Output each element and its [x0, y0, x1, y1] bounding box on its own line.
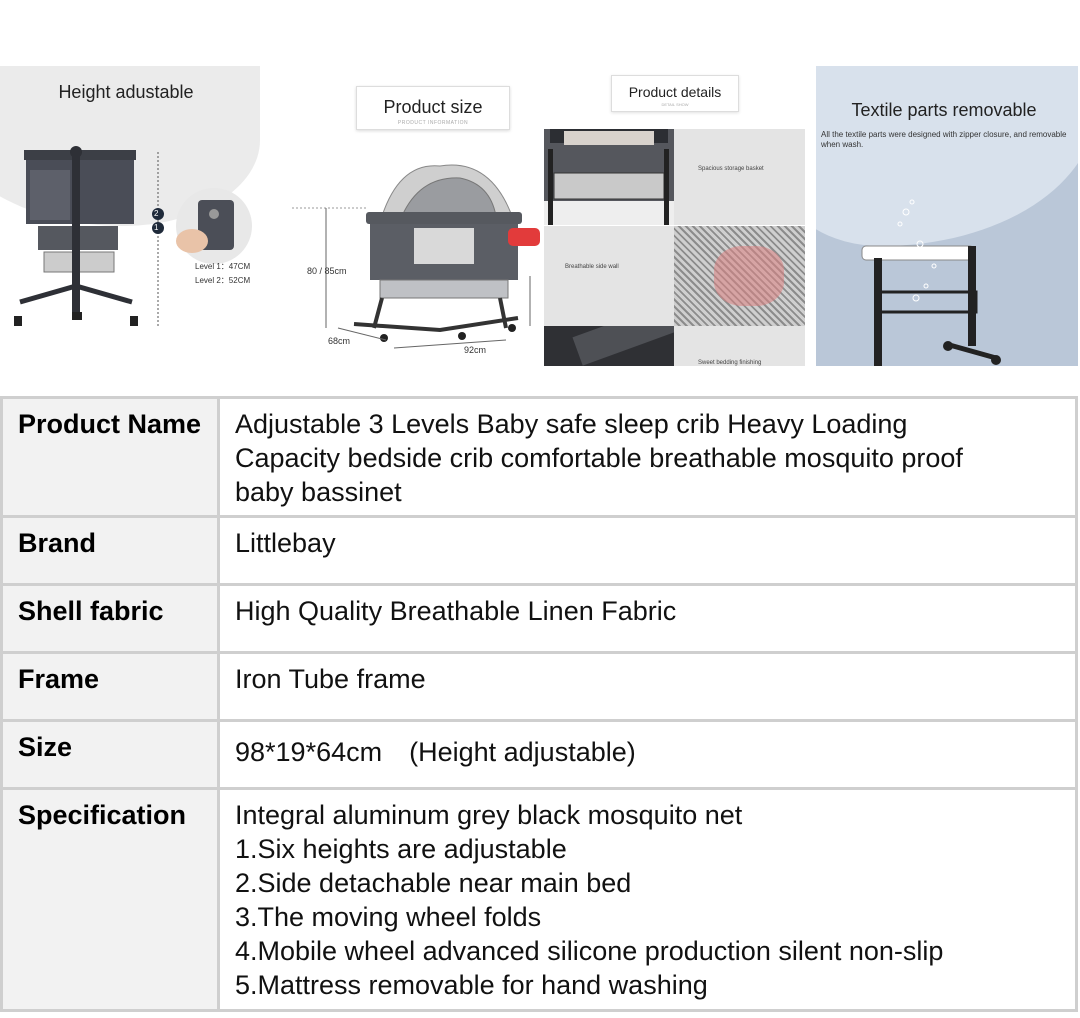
product-size-image: Product size PRODUCT INFORMATION	[290, 66, 540, 366]
spec-row: Size 98*19*64cm (Height adjustable)	[0, 719, 1078, 790]
side-wall-label: Breathable side wall	[565, 264, 619, 270]
spec-value-line: Integral aluminum grey black mosquito ne…	[235, 800, 743, 830]
spec-value: Integral aluminum grey black mosquito ne…	[217, 787, 1078, 1012]
spec-value: Adjustable 3 Levels Baby safe sleep crib…	[217, 396, 1078, 518]
width-dimension-label: 92cm	[464, 345, 487, 355]
product-details-image: Product details DETAIL SHOW Spacious sto…	[544, 66, 806, 366]
specification-table: Product Name Adjustable 3 Levels Baby saf…	[0, 396, 1078, 1012]
crib-frame-illustration	[861, 199, 1001, 366]
level-2-label: Level 2：52CM	[195, 276, 251, 285]
spec-key: Brand	[0, 515, 220, 586]
bedding-label: Sweet bedding finishing	[698, 360, 762, 366]
spec-value: High Quality Breathable Linen Fabric	[217, 583, 1078, 654]
spec-row: Specification Integral aluminum grey blac…	[0, 787, 1078, 1012]
spec-value-line: 4.Mobile wheel advanced silicone product…	[235, 936, 944, 966]
spec-value: 98*19*64cm (Height adjustable)	[217, 719, 1078, 790]
spec-value-line: Littlebay	[235, 528, 336, 558]
textile-removable-image: Textile parts removable All the textile …	[816, 66, 1078, 366]
badge-2: 2	[154, 209, 159, 218]
spec-value-line: 5.Mattress removable for hand washing	[235, 970, 708, 1000]
spec-row: Brand Littlebay	[0, 515, 1078, 586]
storage-basket-caption-cell	[674, 129, 805, 225]
panel-description: All the textile parts were designed with…	[821, 130, 1067, 149]
height-adjustable-image: Height adustable	[0, 66, 262, 366]
spec-value-line: Adjustable 3 Levels Baby safe sleep crib…	[235, 409, 908, 439]
panel-subtitle: PRODUCT INFORMATION	[397, 120, 469, 126]
spec-key: Size	[0, 719, 220, 790]
height-dimension-label: 80 / 85cm	[307, 266, 347, 276]
spec-value-line: 1.Six heights are adjustable	[235, 834, 567, 864]
storage-basket-photo	[544, 129, 674, 225]
spec-value-line: Capacity bedside crib comfortable breath…	[235, 443, 963, 473]
panel-title: Height adustable	[58, 82, 194, 102]
product-size-title-box: Product size PRODUCT INFORMATION	[356, 86, 510, 130]
spec-value: Iron Tube frame	[217, 651, 1078, 722]
spec-key: Shell fabric	[0, 583, 220, 654]
panel-title: Product details	[628, 84, 722, 100]
storage-basket-label: Spacious storage basket	[698, 166, 764, 172]
crib-size-illustration	[292, 164, 540, 349]
spec-row: Shell fabric High Quality Breathable Line…	[0, 583, 1078, 654]
spec-key: Product Name	[0, 396, 220, 518]
level-1-label: Level 1：47CM	[195, 262, 251, 271]
mesh-highlight	[714, 246, 784, 306]
spec-key: Frame	[0, 651, 220, 722]
mesh-photo	[674, 226, 805, 326]
product-details-title-box: Product details DETAIL SHOW	[611, 75, 739, 112]
product-image-strip: Height adustable	[0, 66, 1080, 368]
spec-value-line: 98*19*64cm (Height adjustable)	[235, 737, 636, 767]
spec-row: Product Name Adjustable 3 Levels Baby saf…	[0, 396, 1078, 518]
frame-photo	[544, 326, 674, 366]
spec-value-line: High Quality Breathable Linen Fabric	[235, 596, 677, 626]
panel-title: Product size	[383, 97, 483, 117]
spec-value-line: 2.Side detachable near main bed	[235, 868, 632, 898]
spec-row: Frame Iron Tube frame	[0, 651, 1078, 722]
level-badges	[152, 208, 164, 234]
spec-value-line: Iron Tube frame	[235, 664, 426, 694]
side-wall-caption-cell	[544, 226, 674, 326]
spec-value: Littlebay	[217, 515, 1078, 586]
depth-dimension-label: 68cm	[328, 336, 351, 346]
frame-bar	[572, 326, 674, 366]
badge-1: 1	[154, 223, 159, 232]
spec-value-line: 3.The moving wheel folds	[235, 902, 542, 932]
spec-value-line: baby bassinet	[235, 477, 402, 507]
panel-subtitle: DETAIL SHOW	[661, 102, 689, 107]
crib-illustration	[14, 146, 252, 328]
spec-key: Specification	[0, 787, 220, 1012]
panel-title: Textile parts removable	[851, 100, 1037, 120]
bottom-caption-cell	[674, 326, 805, 366]
